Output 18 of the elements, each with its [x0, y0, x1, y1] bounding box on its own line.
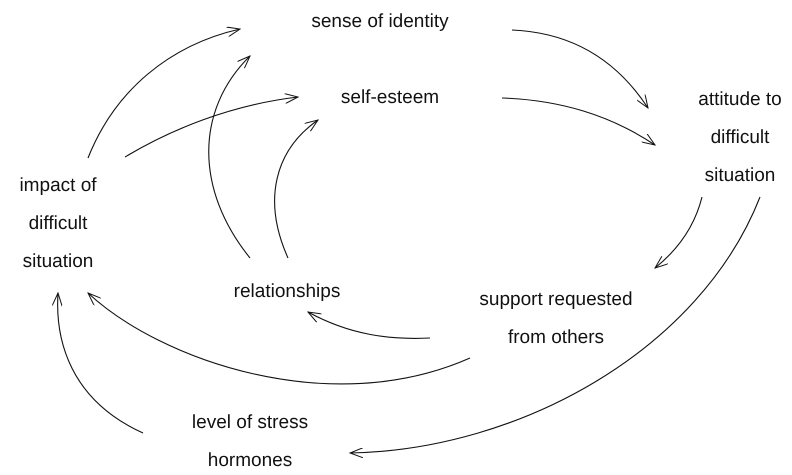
arrow [308, 312, 430, 339]
arrow [88, 27, 240, 158]
arrow [350, 196, 760, 458]
node-label: attitude to difficult situation [697, 88, 783, 188]
arrow [502, 97, 656, 146]
node-label: support requested from others [478, 288, 634, 350]
arrow [52, 292, 144, 434]
arrow [124, 93, 298, 158]
node-label: self-esteem [340, 86, 440, 110]
arrow [274, 120, 318, 258]
node-label: impact of difficult situation [18, 174, 98, 274]
arrow [208, 56, 250, 258]
node-label: level of stress hormones [190, 411, 310, 473]
arrow [512, 29, 648, 108]
node-label: relationships [232, 280, 342, 304]
node-label: sense of identity [310, 10, 450, 34]
arrow [654, 196, 703, 268]
arrow [88, 292, 470, 384]
